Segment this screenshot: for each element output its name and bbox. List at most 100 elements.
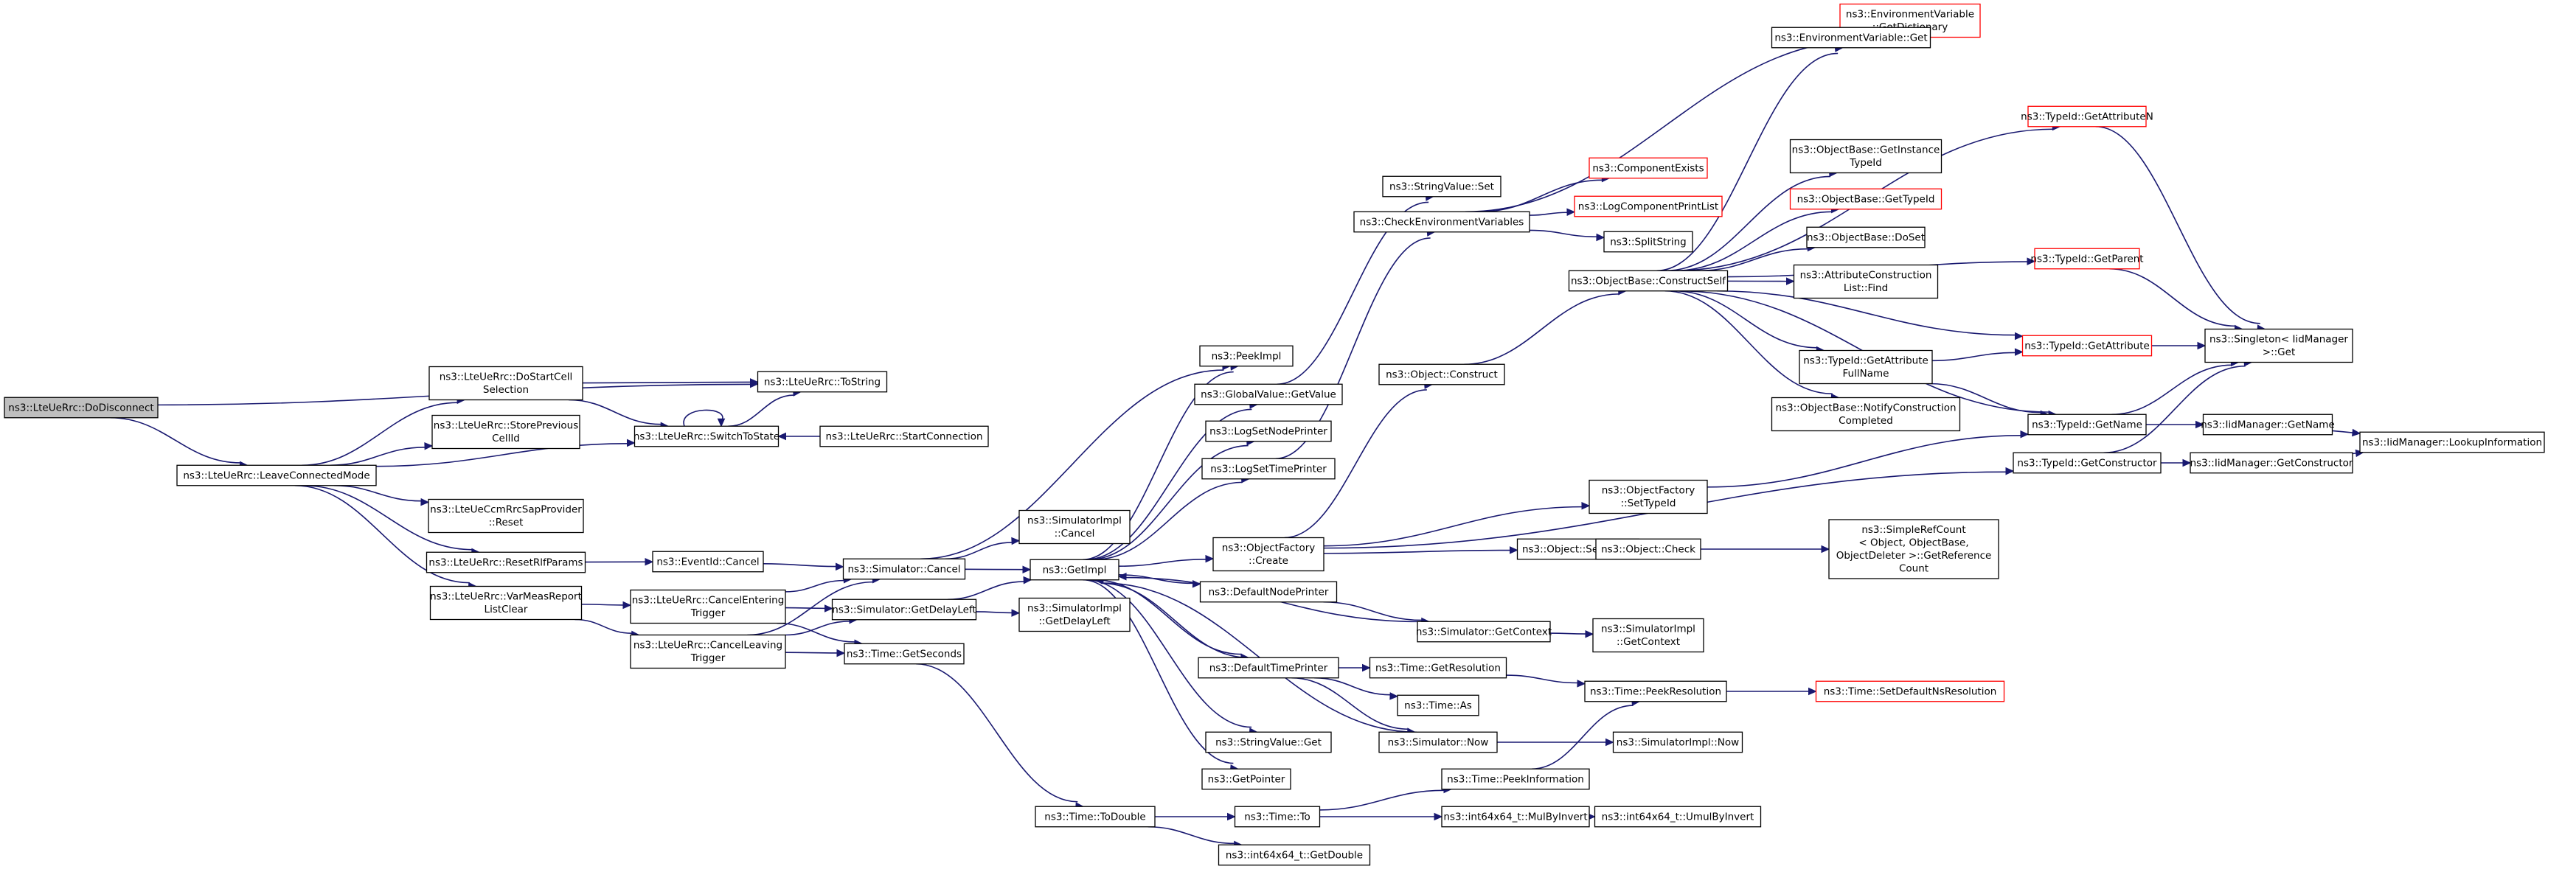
node-box[interactable] — [1353, 211, 1530, 233]
node-ns3-simulatorimpl-cancel[interactable]: ns3::SimulatorImpl::Cancel — [1018, 509, 1131, 545]
node-box[interactable] — [1771, 27, 1931, 49]
node-box[interactable] — [2202, 413, 2333, 436]
node-box[interactable] — [1589, 479, 1708, 514]
node-box[interactable] — [1771, 397, 1961, 432]
node-box[interactable] — [2034, 248, 2140, 270]
node-ns3-environmentvariable-get[interactable]: ns3::EnvironmentVariable::Get — [1771, 27, 1931, 49]
node-ns3-int64x64-t-umulbyinvert[interactable]: ns3::int64x64_t::UmulByInvert — [1594, 806, 1762, 828]
node-ns3-typeid-getparent[interactable]: ns3::TypeId::GetParent — [2030, 248, 2144, 270]
node-ns3-objectbase-doset[interactable]: ns3::ObjectBase::DoSet — [1806, 226, 1926, 248]
node-box[interactable] — [1369, 657, 1507, 679]
node-box[interactable] — [1799, 349, 1933, 385]
node-box[interactable] — [1218, 844, 1371, 866]
node-ns3-singleton-iidmanager-get[interactable]: ns3::Singleton< IidManager>::Get — [2204, 328, 2353, 363]
node-box[interactable] — [428, 498, 584, 534]
node-box[interactable] — [2021, 335, 2153, 357]
node-ns3-splitstring[interactable]: ns3::SplitString — [1603, 231, 1693, 253]
node-box[interactable] — [1198, 657, 1339, 679]
node-box[interactable] — [1589, 157, 1708, 179]
node-box[interactable] — [2190, 452, 2353, 474]
node-box[interactable] — [1199, 345, 1294, 367]
node-ns3-time-getseconds[interactable]: ns3::Time::GetSeconds — [844, 643, 965, 665]
node-box[interactable] — [2027, 413, 2147, 436]
node-ns3-stringvalue-set[interactable]: ns3::StringValue::Set — [1382, 175, 1501, 198]
node-box[interactable] — [1828, 519, 1999, 579]
node-ns3-lteuerrc-resetrlfparams[interactable]: ns3::LteUeRrc::ResetRlfParams — [426, 551, 586, 573]
node-ns3-typeid-getname[interactable]: ns3::TypeId::GetName — [2027, 413, 2147, 436]
node-box[interactable] — [1205, 420, 1332, 442]
node-box[interactable] — [1592, 618, 1704, 653]
node-box[interactable] — [1584, 680, 1727, 702]
node-box[interactable] — [1417, 621, 1551, 643]
node-box[interactable] — [4, 397, 159, 419]
node-ns3-int64x64-t-getdouble[interactable]: ns3::int64x64_t::GetDouble — [1218, 844, 1371, 866]
node-box[interactable] — [831, 598, 977, 621]
node-box[interactable] — [2027, 105, 2147, 128]
node-box[interactable] — [1806, 226, 1926, 248]
node-ns3-simulator-getdelayleft[interactable]: ns3::Simulator::GetDelayLeft — [831, 598, 977, 621]
node-box[interactable] — [1574, 195, 1723, 217]
node-ns3-lteuerrc-dodisconnect[interactable]: ns3::LteUeRrc::DoDisconnect — [4, 397, 159, 419]
node-ns3-simulator-cancel[interactable]: ns3::Simulator::Cancel — [842, 558, 966, 580]
node-ns3-objectbase-gettypeid[interactable]: ns3::ObjectBase::GetTypeId — [1789, 188, 1943, 210]
node-box[interactable] — [1035, 806, 1156, 828]
node-box[interactable] — [630, 634, 786, 669]
node-box[interactable] — [429, 585, 583, 621]
node-ns3-simplerefcount-object-objectbase-objectdeleter-getrefere[interactable]: ns3::SimpleRefCount< Object, ObjectBase,… — [1828, 519, 1999, 579]
node-ns3-time-to[interactable]: ns3::Time::To — [1234, 806, 1321, 828]
node-ns3-lteuerrc-startconnection[interactable]: ns3::LteUeRrc::StartConnection — [819, 425, 989, 447]
node-box[interactable] — [1789, 139, 1943, 174]
node-ns3-time-as[interactable]: ns3::Time::As — [1397, 694, 1479, 716]
node-ns3-logcomponentprintlist[interactable]: ns3::LogComponentPrintList — [1574, 195, 1723, 217]
node-box[interactable] — [1378, 731, 1498, 753]
node-box[interactable] — [428, 366, 583, 401]
node-ns3-typeid-getconstructor[interactable]: ns3::TypeId::GetConstructor — [2013, 452, 2162, 474]
node-ns3-logsetnodeprinter[interactable]: ns3::LogSetNodePrinter — [1205, 420, 1332, 442]
node-ns3-globalvalue-getvalue[interactable]: ns3::GlobalValue::GetValue — [1194, 383, 1343, 405]
node-box[interactable] — [1205, 731, 1332, 753]
node-ns3-objectfactory-create[interactable]: ns3::ObjectFactory::Create — [1212, 537, 1325, 572]
node-ns3-object-check[interactable]: ns3::Object::Check — [1595, 538, 1701, 560]
node-ns3-peekimpl[interactable]: ns3::PeekImpl — [1199, 345, 1294, 367]
node-ns3-simulatorimpl-getdelayleft[interactable]: ns3::SimulatorImpl::GetDelayLeft — [1018, 597, 1131, 632]
node-box[interactable] — [1234, 806, 1321, 828]
node-box[interactable] — [1612, 731, 1743, 753]
node-box[interactable] — [1603, 231, 1693, 253]
node-box[interactable] — [1595, 538, 1701, 560]
node-ns3-objectbase-notifyconstruction-completed[interactable]: ns3::ObjectBase::NotifyConstructionCompl… — [1771, 397, 1961, 432]
node-ns3-time-setdefaultnsresolution[interactable]: ns3::Time::SetDefaultNsResolution — [1815, 680, 2005, 702]
node-ns3-defaultnodeprinter[interactable]: ns3::DefaultNodePrinter — [1199, 581, 1338, 603]
node-ns3-iidmanager-getname[interactable]: ns3::IidManager::GetName — [2201, 413, 2335, 436]
node-ns3-simulatorimpl-now[interactable]: ns3::SimulatorImpl::Now — [1612, 731, 1743, 753]
node-box[interactable] — [1568, 270, 1729, 292]
node-box[interactable] — [431, 414, 580, 450]
node-ns3-logsettimeprinter[interactable]: ns3::LogSetTimePrinter — [1201, 458, 1336, 480]
node-box[interactable] — [1441, 768, 1590, 790]
node-box[interactable] — [1594, 806, 1762, 828]
node-ns3-lteuerrc-tostring[interactable]: ns3::LteUeRrc::ToString — [757, 371, 888, 393]
node-box[interactable] — [2013, 452, 2162, 474]
node-ns3-time-todouble[interactable]: ns3::Time::ToDouble — [1035, 806, 1156, 828]
node-box[interactable] — [1382, 175, 1501, 198]
node-ns3-stringvalue-get[interactable]: ns3::StringValue::Get — [1205, 731, 1332, 753]
node-box[interactable] — [1018, 509, 1131, 545]
node-ns3-int64x64-t-mulbyinvert[interactable]: ns3::int64x64_t::MulByInvert — [1441, 806, 1590, 828]
node-ns3-lteuerrc-leaveconnectedmode[interactable]: ns3::LteUeRrc::LeaveConnectedMode — [176, 464, 377, 486]
node-ns3-typeid-getattribute[interactable]: ns3::TypeId::GetAttribute — [2021, 335, 2153, 357]
node-box[interactable] — [819, 425, 989, 447]
node-ns3-iidmanager-getconstructor[interactable]: ns3::IidManager::GetConstructor — [2190, 452, 2353, 474]
node-box[interactable] — [842, 558, 966, 580]
node-box[interactable] — [630, 589, 786, 624]
node-box[interactable] — [2204, 328, 2353, 363]
node-ns3-time-peekresolution[interactable]: ns3::Time::PeekResolution — [1584, 680, 1727, 702]
node-ns3-iidmanager-lookupinformation[interactable]: ns3::IidManager::LookupInformation — [2359, 431, 2545, 453]
node-box[interactable] — [1199, 581, 1338, 603]
